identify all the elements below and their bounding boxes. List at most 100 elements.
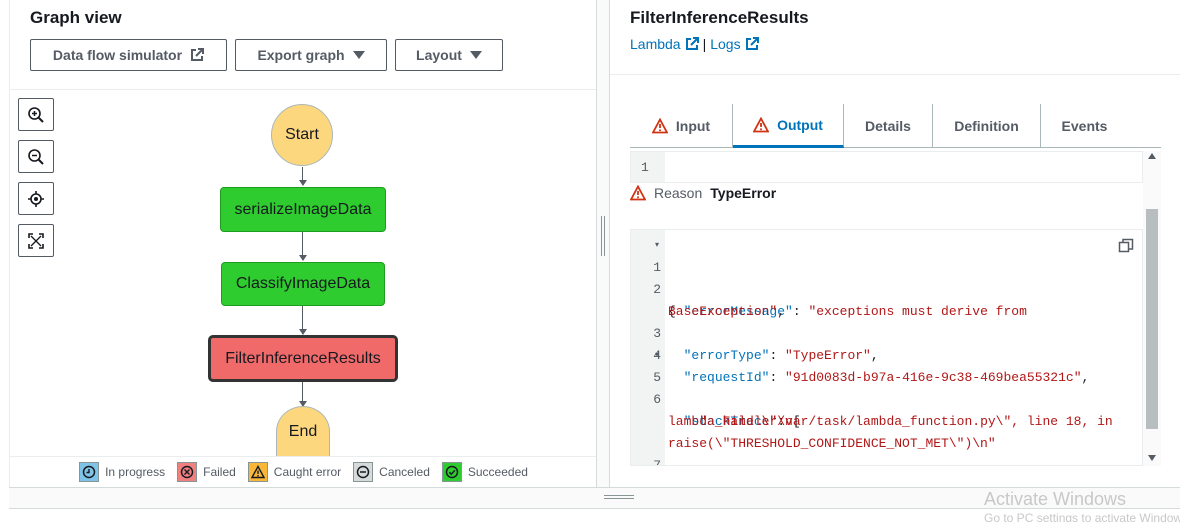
- edge-serialize-classify: [302, 232, 303, 260]
- tab-events[interactable]: Events: [1041, 104, 1128, 147]
- state-end-label: End: [288, 422, 318, 440]
- tab-definition-label: Definition: [954, 117, 1019, 134]
- graph-canvas[interactable]: Start serializeImageData ClassifyImageDa…: [10, 89, 597, 457]
- zoom-in-button[interactable]: [18, 98, 54, 131]
- edge-filter-end: [302, 382, 303, 406]
- arrow-head: [299, 401, 307, 407]
- graph-view-panel: Graph view Data flow simulator Export gr…: [9, 0, 597, 487]
- code-text: {: [668, 304, 676, 319]
- code-line: 1 ▾ {: [631, 235, 1142, 319]
- export-graph-button[interactable]: Export graph: [235, 39, 387, 71]
- json-key: "stackTrace": [683, 414, 778, 429]
- details-tabs: Input Output Details Definition Events: [630, 104, 1161, 148]
- legend-caught-error-label: Caught error: [273, 465, 342, 479]
- punctuation: ,: [870, 348, 879, 363]
- zoom-out-button[interactable]: [18, 140, 54, 173]
- logs-link[interactable]: Logs: [710, 36, 759, 52]
- code-line: 2 "errorMessage": "exceptions must deriv…: [631, 257, 1142, 319]
- state-classify-label: ClassifyImageData: [235, 275, 371, 292]
- link-separator: |: [702, 36, 707, 52]
- state-start[interactable]: Start: [271, 104, 333, 166]
- details-panel: FilterInferenceResults Lambda | Logs: [610, 0, 1180, 487]
- legend-canceled-label: Canceled: [379, 465, 430, 479]
- scroll-up-icon[interactable]: [1148, 153, 1156, 159]
- code-text: BaseException",: [668, 301, 785, 323]
- editor-gutter: [631, 230, 665, 465]
- json-key: "errorType": [683, 348, 770, 363]
- activate-windows-watermark: Activate Windows: [984, 489, 1127, 509]
- center-graph-button[interactable]: [18, 182, 54, 215]
- tab-definition[interactable]: Definition: [933, 104, 1041, 147]
- json-string: "exceptions must derive from: [808, 304, 1027, 319]
- graph-view-title: Graph view: [30, 8, 122, 27]
- tab-events-label: Events: [1061, 117, 1108, 134]
- graph-legend: In progress Failed Caught error Canceled: [10, 456, 597, 487]
- error-reason: Reason TypeError: [630, 185, 776, 201]
- editor-scrollbar[interactable]: [1143, 151, 1161, 466]
- punctuation: ,: [777, 304, 786, 319]
- punctuation: ,: [1081, 370, 1090, 385]
- state-classify-image-data[interactable]: ClassifyImageData: [221, 262, 385, 306]
- code-line: raise(\"THRESHOLD_CONFIDENCE_NOT_MET\")\…: [631, 411, 1142, 451]
- canceled-minus-icon: [353, 462, 374, 482]
- line-number: 3: [653, 326, 661, 341]
- layout-button[interactable]: Layout: [395, 39, 503, 71]
- code-line: lambda_handler\n: [631, 389, 1142, 429]
- code-line: BaseException",: [631, 279, 1142, 319]
- arrow-head: [299, 255, 307, 261]
- horizontal-splitter[interactable]: [9, 487, 1180, 509]
- tab-input[interactable]: Input: [630, 104, 733, 147]
- copy-icon[interactable]: [1118, 238, 1134, 254]
- state-filter-inference-results[interactable]: FilterInferenceResults: [208, 335, 398, 382]
- data-flow-simulator-button[interactable]: Data flow simulator: [30, 39, 227, 71]
- error-output-editor[interactable]: 1 ▾ { 2 "errorMessage": "exceptions must…: [630, 229, 1143, 466]
- zoom-out-icon: [28, 148, 44, 165]
- line-number: 1: [631, 152, 665, 182]
- line-number: 5: [653, 370, 661, 385]
- legend-in-progress-label: In progress: [105, 465, 166, 479]
- scroll-down-icon[interactable]: [1148, 455, 1156, 461]
- output-editor-top[interactable]: 1: [630, 151, 1143, 183]
- state-start-label: Start: [285, 126, 319, 143]
- external-link-icon: [685, 37, 699, 50]
- splitter-grip[interactable]: [604, 495, 634, 496]
- state-serialize-label: serializeImageData: [234, 200, 372, 218]
- legend-failed-label: Failed: [203, 465, 236, 479]
- json-string: BaseException": [668, 304, 778, 319]
- code-text: " File \"/var/task/lambda_function.py\",…: [668, 411, 1112, 433]
- tab-input-label: Input: [675, 117, 711, 134]
- fit-screen-icon: [28, 232, 44, 249]
- legend-failed: Failed: [177, 462, 236, 482]
- data-flow-simulator-label: Data flow simulator: [52, 47, 183, 63]
- json-key: "errorMessage": [683, 304, 793, 319]
- legend-canceled: Canceled: [353, 462, 430, 482]
- tab-details[interactable]: Details: [844, 104, 933, 147]
- warning-icon: [651, 117, 668, 133]
- external-link-icon: [191, 48, 205, 61]
- caret-down-icon: [352, 51, 365, 59]
- code-text: "requestId": "91d0083d-b97a-416e-9c38-46…: [683, 370, 1090, 385]
- code-line: 7 ]: [631, 433, 1142, 465]
- arrow-head: [299, 329, 307, 335]
- scrollbar-thumb[interactable]: [1146, 209, 1158, 429]
- vertical-splitter[interactable]: [596, 0, 610, 487]
- json-string: "TypeError": [785, 348, 871, 363]
- line-number: 7: [653, 458, 661, 466]
- state-serialize-image-data[interactable]: serializeImageData: [220, 187, 386, 232]
- warning-icon: [630, 185, 646, 201]
- edge-start-serialize: [302, 167, 303, 185]
- tab-output[interactable]: Output: [733, 104, 844, 148]
- crosshair-icon: [28, 190, 44, 207]
- check-icon: [441, 462, 462, 482]
- state-end[interactable]: End: [276, 406, 330, 457]
- logs-link-label: Logs: [710, 36, 741, 52]
- fit-to-screen-button[interactable]: [18, 224, 54, 257]
- code-text: "errorMessage": "exceptions must derive …: [683, 304, 1027, 319]
- fold-caret-icon[interactable]: ▾: [655, 351, 660, 360]
- tab-output-label: Output: [777, 116, 823, 133]
- lambda-link[interactable]: Lambda: [630, 36, 699, 52]
- fold-caret-icon[interactable]: ▾: [655, 241, 660, 250]
- details-links: Lambda | Logs: [630, 36, 759, 52]
- splitter-grip[interactable]: [601, 216, 602, 256]
- failed-x-icon: [177, 462, 198, 482]
